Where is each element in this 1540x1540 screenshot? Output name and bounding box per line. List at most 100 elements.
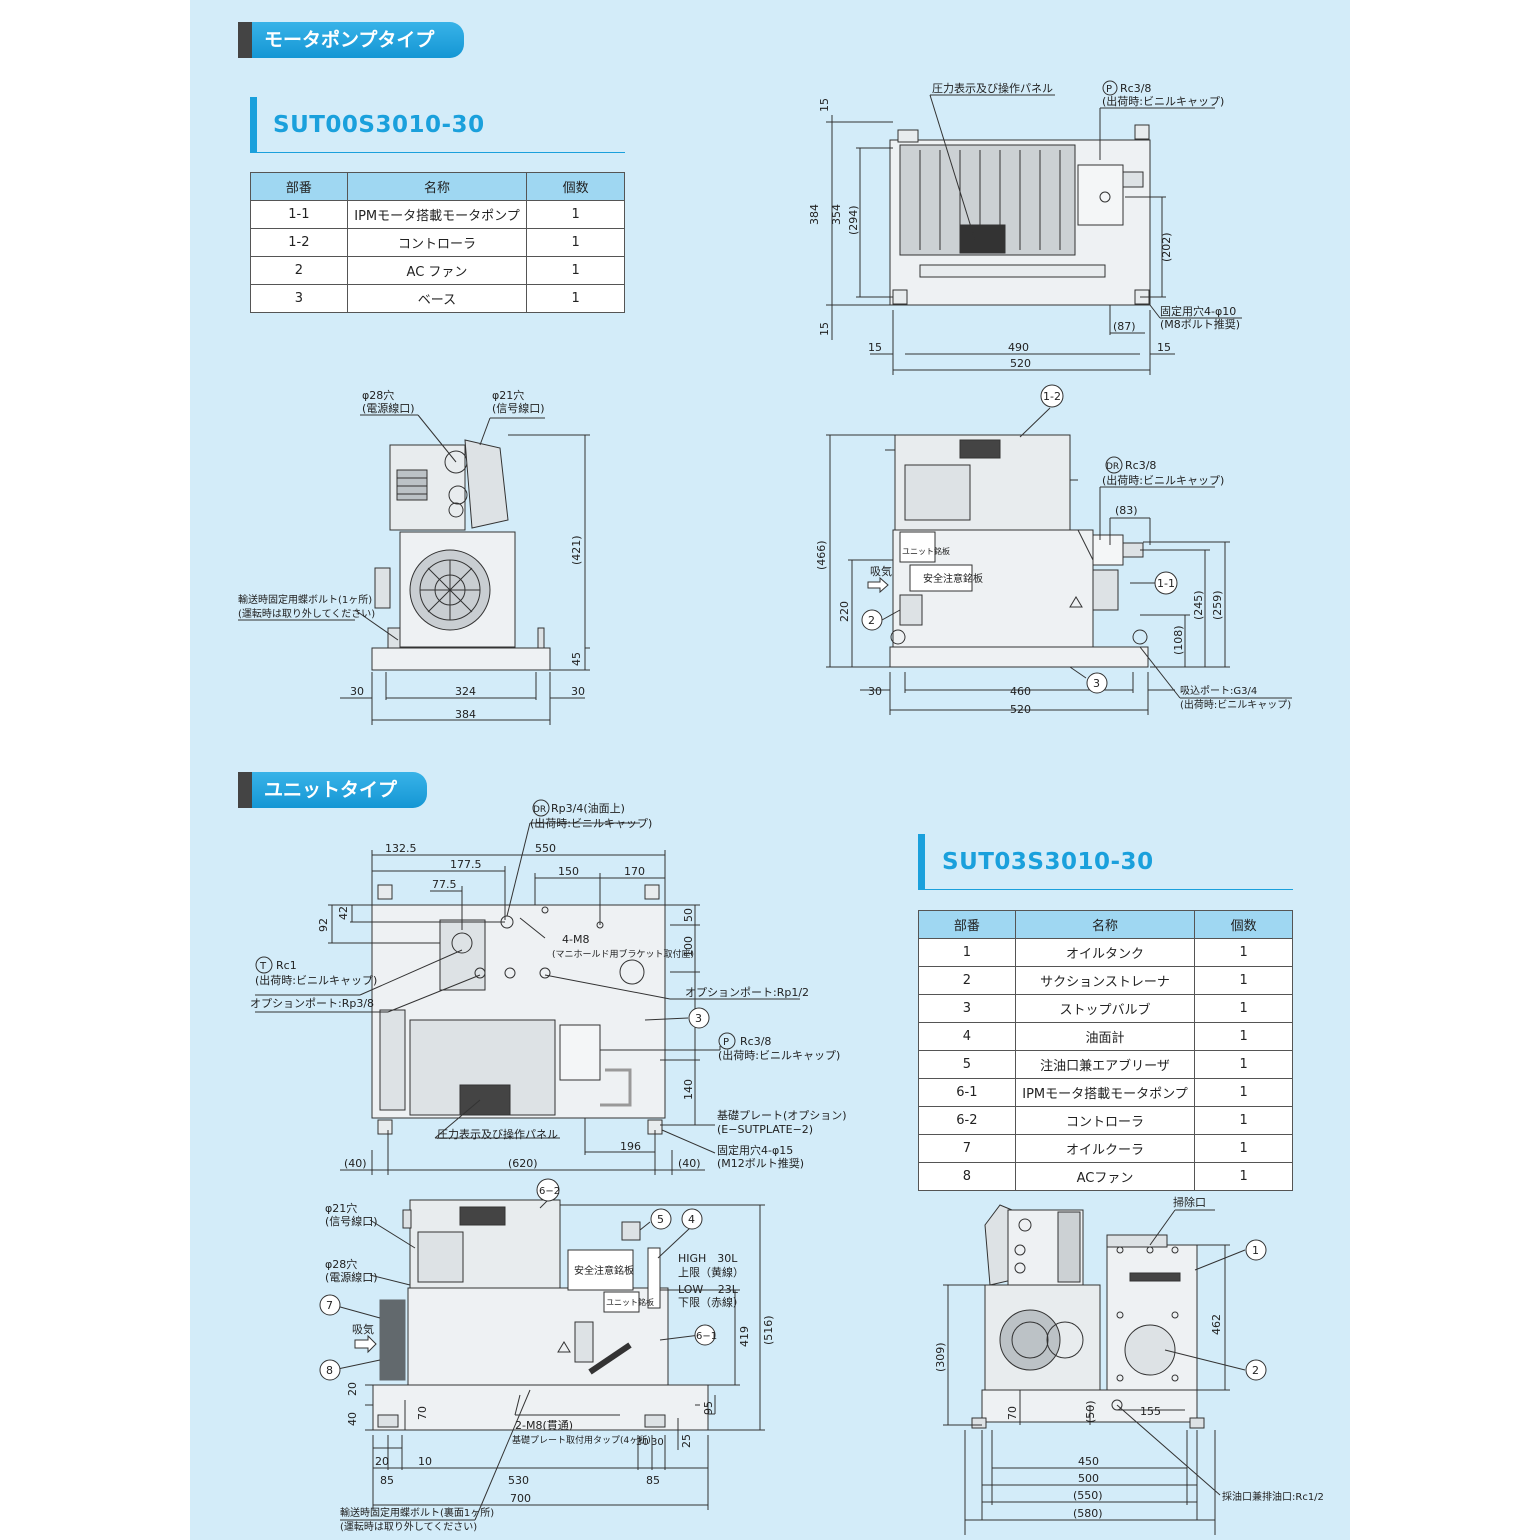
dim-label: 419 [738,1326,751,1347]
dim-label: 500 [1078,1472,1099,1485]
port-dr-circle: DR [533,805,546,815]
part-name-cell: ベース [346,284,528,313]
hole21-note: (信号線口) [492,401,545,415]
level-low: LOW 23L [678,1283,739,1296]
dim-label: 42 [337,906,350,920]
dim-label: (83) [1115,504,1138,517]
dim-label: (466) [815,540,828,570]
label-panel: 圧力表示及び操作パネル [932,81,1053,95]
port-dr-spec: Rp3/4(油面上) [551,801,625,815]
dim-label: (516) [762,1315,775,1345]
panel-label: 圧力表示及び操作パネル [437,1127,558,1141]
dim-label: 460 [1010,685,1031,698]
part-number-cell: 6-2 [918,1106,1016,1135]
dim-label: 25 [680,1434,693,1448]
quantity-cell: 1 [1194,1162,1293,1191]
dim-label: 92 [317,918,330,932]
part-name-cell: ACファン [1014,1162,1196,1191]
quantity-cell: 1 [526,200,625,229]
dim-label: 150 [558,865,579,878]
dim-label: 85 [646,1474,660,1487]
dim-label: 30 [651,1437,664,1448]
dim-label: 550 [535,842,556,855]
dim-label: 15 [1157,341,1171,354]
drawing-motor-pump-top-view [826,94,1242,375]
dim-label: (259) [1211,590,1224,620]
dim-label: (309) [934,1342,947,1372]
cleaning-port-label: 掃除口 [1173,1195,1206,1209]
dim-label: 15 [868,341,882,354]
quantity-cell: 1 [526,228,625,257]
dim-label: 10 [418,1455,432,1468]
part-name-cell: オイルクーラ [1014,1134,1196,1163]
suction-port: 吸込ポート:G3/4 [1180,685,1257,697]
part-number-cell: 1-2 [250,228,348,257]
bolt-note: (運転時は取り外してください) [238,608,375,620]
dim-label: (87) [1113,320,1136,333]
dim-label: 45 [570,652,583,666]
base-plate-note: (E−SUTPLATE−2) [717,1123,813,1136]
part-number-cell: 3 [918,994,1016,1023]
port-t-note: (出荷時:ビニルキャップ) [255,973,377,987]
part-name-cell: IPMモータ搭載モータポンプ [1014,1078,1196,1107]
dim-label: (40) [344,1157,367,1170]
part-number-cell: 2 [250,256,348,285]
model-title: SUT03S3010-30 [942,849,1154,875]
callout-6-1: 6−1 [696,1331,717,1342]
dim-label: 95 [702,1401,715,1415]
dim-label: 700 [510,1492,531,1505]
port-dr-note: (出荷時:ビニルキャップ) [530,816,652,830]
bolt-label: 輸送時固定用蝶ボルト(1ヶ所) [238,593,372,606]
drawing-motor-pump-front-view [826,407,1292,715]
part-number-cell: 7 [918,1134,1016,1163]
dim-label: 530 [508,1474,529,1487]
port-dr-circle: DR [1106,462,1119,472]
dim-label: 70 [1006,1406,1019,1420]
dim-label: 20 [375,1455,389,1468]
dim-label: 132.5 [385,842,417,855]
dim-label: 490 [1008,341,1029,354]
dim-label: 15 [818,322,831,336]
port-dr-spec: Rc3/8 [1125,459,1156,472]
callout-4: 4 [688,1213,695,1226]
dim-label: 384 [455,708,476,721]
callout-1-1: 1-1 [1157,577,1175,590]
option-port-12: オプションポート:Rp1/2 [685,986,809,999]
port-p-circle: P [1106,84,1112,95]
dim-label: 220 [838,601,851,622]
dim-label: 170 [624,865,645,878]
dim-label: 85 [380,1474,394,1487]
column-header: 個数 [526,172,625,201]
callout-3: 3 [1093,677,1100,690]
model-rule [918,889,1293,890]
dim-label: 70 [416,1406,429,1420]
suction-note: (出荷時:ビニルキャップ) [1180,698,1291,711]
intake-label: 吸気 [352,1322,374,1336]
part-number-cell: 3 [250,284,348,313]
quantity-cell: 1 [1194,966,1293,995]
column-header: 名称 [1014,910,1196,939]
port-p-spec: Rc3/8 [740,1035,771,1048]
dim-label: 177.5 [450,858,482,871]
callout-2: 2 [868,614,875,627]
part-number-cell: 4 [918,1022,1016,1051]
level-high: HIGH 30L [678,1252,738,1265]
level-high-sub: 上限（黄線） [678,1265,744,1279]
column-header: 部番 [250,172,348,201]
level-low-sub: 下限（赤線） [678,1295,744,1309]
callout-1: 1 [1252,1244,1259,1257]
dim-label: 354 [830,204,843,225]
dim-label: (245) [1192,590,1205,620]
hole21-spec: φ21穴 [325,1201,357,1215]
unit-plate-label: ユニット銘板 [902,546,950,556]
dim-label: (40) [678,1157,701,1170]
part-number-cell: 8 [918,1162,1016,1191]
callout-7: 7 [326,1299,333,1312]
drawing-unit-side-view [943,1204,1246,1535]
dim-label: (50) [1084,1400,1097,1423]
